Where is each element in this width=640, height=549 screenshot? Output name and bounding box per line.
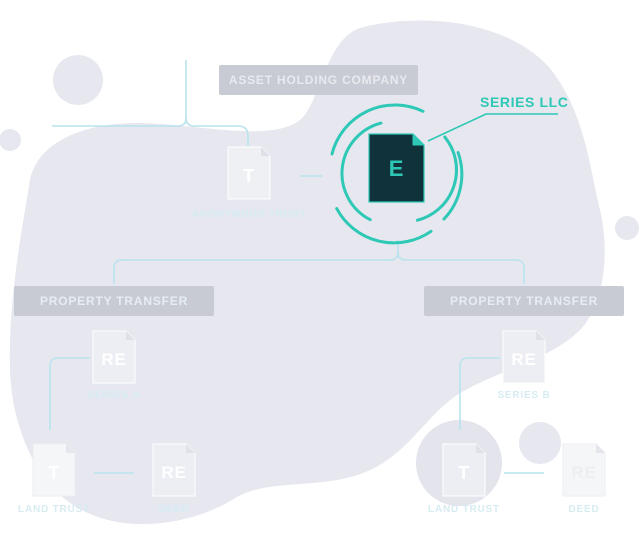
main-rings: [330, 103, 464, 245]
series-b-document-letter: RE: [511, 350, 537, 369]
deed-right-document-icon: RE: [562, 443, 606, 497]
series-llc-label: SERIES LLC: [480, 94, 569, 110]
series-a-document-letter: RE: [101, 350, 127, 369]
background-blob: [9, 20, 605, 525]
deed-left-document-letter: RE: [161, 463, 187, 482]
series-b-document-icon: RE: [502, 330, 546, 384]
land-trust-right-label: LAND TRUST: [428, 504, 500, 515]
land-trust-right-document-icon: T: [442, 443, 486, 497]
land-trust-left-document-letter: T: [48, 463, 60, 483]
bubble-bottom: [519, 422, 561, 464]
anonymous-trust-document-icon: T: [227, 146, 271, 200]
series-llc-pointer: [427, 113, 558, 142]
land-trust-right-document-letter: T: [458, 463, 470, 483]
series-a-label: SERIES A: [87, 390, 141, 401]
anonymous-trust-label: ANONYMOUS TRUST: [191, 209, 307, 220]
land-trust-left-label: LAND TRUST: [18, 504, 90, 515]
bubble-right: [615, 216, 639, 240]
series-llc-document-icon: E: [368, 133, 425, 203]
bubble-large: [53, 55, 103, 105]
deed-left-document-icon: RE: [152, 443, 196, 497]
asset-holding-company-box: ASSET HOLDING COMPANY: [219, 65, 418, 95]
property-transfer-box-right: PROPERTY TRANSFER: [424, 286, 624, 316]
deed-right-document-letter: RE: [571, 463, 597, 482]
property-transfer-box-left: PROPERTY TRANSFER: [14, 286, 214, 316]
bubble-small-left: [0, 129, 21, 151]
anonymous-trust-document-letter: T: [243, 166, 255, 186]
connector-lines: [49, 60, 544, 474]
series-llc-document-letter: E: [388, 156, 405, 181]
deed-left-label: DEED: [158, 504, 190, 515]
land-trust-left-document-icon: T: [32, 443, 76, 497]
series-a-document-icon: RE: [92, 330, 136, 384]
deed-right-label: DEED: [568, 504, 600, 515]
series-b-label: SERIES B: [497, 390, 551, 401]
